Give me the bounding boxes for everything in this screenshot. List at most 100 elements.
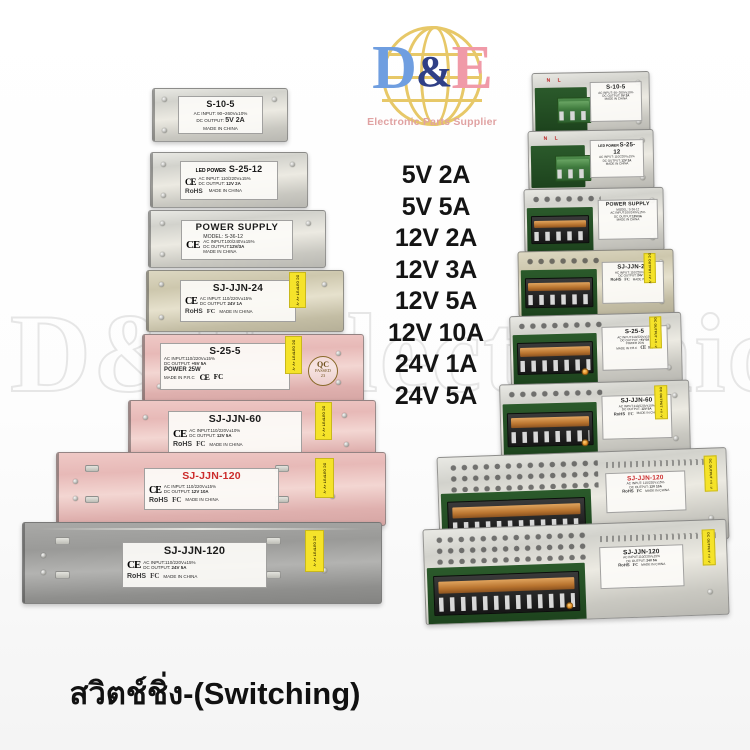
psu-ac-input: AC INPUT: 110/220V±15% <box>198 175 251 181</box>
psu-unit-sj-jjn-60: SJ-JJN-60 CE AC INPUT:110/220V±10% DC OU… <box>128 400 376 466</box>
psu-dc-output: 12V 2A <box>226 180 241 186</box>
spec-item: 5V 2A <box>401 161 471 189</box>
psu-angled-sj-jjn-60: SJ-JJN-60 AC INPUT:110/220V±10% DC OUTPU… <box>499 379 691 459</box>
psu-label: S-10-5 AC INPUT: 90~260V±10% DC OUTPUT: … <box>178 96 263 134</box>
terminal-block <box>530 215 590 245</box>
psu-label: POWER SUPPLY CE MODEL: S-36-12 AC INPUT:… <box>181 220 293 260</box>
terminal-marking: N L <box>546 77 564 84</box>
psu-ac-input: AC INPUT:110/220V±10% <box>189 427 241 433</box>
psu-unit-s-25-12: LED POWER S-25-12 CE AC INPUT: 110/220V±… <box>150 152 308 208</box>
psu-model: S-10-5 <box>206 99 235 109</box>
psu-dc-output-label: DC OUTPUT: <box>164 361 191 367</box>
psu-model-prefix: LED POWER <box>195 168 226 174</box>
psu-dc-output: +5V 5A <box>191 361 207 367</box>
psu-origin: MADE IN CHINA <box>163 574 198 580</box>
spec-item: 24V 5A <box>394 381 478 410</box>
psu-angled-s-36-12: POWER SUPPLY MODEL: S-36-12 AC INPUT:100… <box>523 186 665 254</box>
psu-unit-s-10-5: S-10-5 AC INPUT: 90~260V±10% DC OUTPUT: … <box>152 88 288 142</box>
psu-model: SJ-JJN-24 <box>212 283 264 294</box>
globe-icon <box>382 26 482 126</box>
psu-unit-sj-jjn-120-12v: SJ-JJN-120 CE AC INPUT: 110/220V±15% DC … <box>56 452 386 526</box>
product-caption: สวิตช์ชิ่ง-(Switching) <box>69 676 361 711</box>
psu-origin: MADE IN CHINA <box>185 497 219 503</box>
psu-dc-output-label: DC OUTPUT: <box>203 244 230 250</box>
psu-origin: MADE IN CHINA <box>616 217 640 222</box>
psu-label: SJ-JJN-120 CE AC INPUT: 110/220V±15% DC … <box>144 468 279 510</box>
warning-sticker: DC OUTPUT +V -V <box>643 253 657 283</box>
psu-model: MODEL: S-36-12 <box>203 233 244 240</box>
qc-stamp-number: 23 <box>320 373 326 379</box>
psu-origin: MADE IN CHINA <box>209 441 243 447</box>
psu-ac-input: AC INPUT: 90~260V±10% <box>193 111 248 117</box>
spec-item: 5V 5A <box>401 192 471 221</box>
brand-logo: D&E Electronic Parts Supplier <box>352 24 512 148</box>
psu-model-prefix: POWER SUPPLY <box>195 222 279 233</box>
psu-angled-s-10-5: N L S-10-5 AC INPUT: 90~260V±10% DC OUTP… <box>531 70 651 136</box>
psu-dc-output-label: DC OUTPUT: <box>198 180 225 186</box>
psu-model: SJ-JJN-60 <box>208 413 262 425</box>
psu-dc-output-label: DC OUTPUT: <box>189 432 216 438</box>
terminal-block <box>554 155 592 182</box>
psu-dc-output-label: DC OUTPUT: <box>196 118 224 124</box>
psu-label: S-10-5 AC INPUT: 90~260V±10% DC OUTPUT: … <box>589 81 643 123</box>
warning-sticker: DC OUTPUT +V -V <box>701 529 716 566</box>
psu-ac-input: AC INPUT:100/240V±15% <box>203 239 255 245</box>
psu-power: POWER 25W <box>164 367 201 374</box>
psu-origin: MADE IN P.R.C <box>164 374 195 380</box>
qc-stamp: QC PASSED 23 <box>308 356 338 386</box>
psu-label: SJ-JJN-120 AC INPUT:110/220V±15% DC OUTP… <box>599 544 685 590</box>
warning-sticker: DC OUTPUT +V -V <box>315 458 334 498</box>
psu-model: SJ-JJN-120 <box>163 545 226 557</box>
psu-label: S-25-5 AC INPUT:110/220V±15% DC OUTPUT: … <box>160 343 290 390</box>
psu-angled-sj-jjn-120-24v: SJ-JJN-120 AC INPUT:110/220V±15% DC OUTP… <box>422 518 730 626</box>
psu-ac-input: AC INPUT:110/220V±15% <box>143 560 196 566</box>
psu-angled-s-25-5: S-25-5 AC INPUT:110/220V±15% DC OUTPUT: … <box>509 311 683 387</box>
terminal-block <box>433 570 581 616</box>
spec-item: 12V 10A <box>388 318 484 347</box>
psu-label: LED POWER S-25-12 AC INPUT: 110/220V±15%… <box>589 139 645 179</box>
psu-dc-output-label: DC OUTPUT: <box>163 489 191 495</box>
psu-origin: MADE IN CHINA <box>203 126 238 132</box>
psu-dc-output: 12V 5A <box>216 432 232 438</box>
psu-angled-sj-jjn-24: SJ-JJN-24 AC INPUT: 110/220V±15% DC OUTP… <box>517 248 675 318</box>
warning-sticker: DC OUTPUT +V -V <box>285 336 302 374</box>
warning-sticker: DC OUTPUT +V -V <box>315 402 332 440</box>
psu-origin: MADE IN CHINA <box>219 308 253 314</box>
psu-label: SJ-JJN-60 CE AC INPUT:110/220V±10% DC OU… <box>168 411 302 455</box>
warning-sticker: DC OUTPUT +V -V <box>654 385 669 420</box>
warning-sticker: DC OUTPUT +V -V <box>305 530 324 572</box>
warning-sticker: DC OUTPUT +V -V <box>289 272 306 308</box>
psu-label: SJ-JJN-120 CE AC INPUT:110/220V±15% DC O… <box>122 542 267 588</box>
psu-ac-input: AC INPUT: 110/220V±15% <box>199 295 253 301</box>
psu-origin: MADE IN CHINA <box>641 561 666 567</box>
psu-origin: MADE IN CHINA <box>208 187 242 193</box>
warning-sticker: DC OUTPUT +V -V <box>703 455 718 492</box>
psu-model: SJ-JJN-120 <box>182 470 241 482</box>
psu-ac-input: AC INPUT: 110/220V±15% <box>163 484 217 490</box>
spec-item: 24V 1A <box>394 350 478 378</box>
psu-label: SJ-JJN-120 AC INPUT: 110/220V±15% DC OUT… <box>605 470 687 514</box>
terminal-marking: N L <box>543 135 561 142</box>
psu-origin: MADE IN CHINA <box>605 161 629 166</box>
spec-item: 12V 2A <box>394 224 478 252</box>
brand-letter-e: E <box>451 34 493 102</box>
psu-model: S-25-12 <box>228 164 263 174</box>
brand-tagline: Electronic Parts Supplier <box>367 116 497 128</box>
psu-angled-s-25-12: N L LED POWER S-25-12 AC INPUT: 110/220V… <box>527 128 655 192</box>
psu-ac-input: AC INPUT:110/220V±15% <box>164 356 215 362</box>
spec-item: 12V 3A <box>394 255 478 284</box>
terminal-block <box>524 277 594 309</box>
brand-letters: D&E <box>352 30 512 108</box>
psu-label: LED POWER S-25-12 CE AC INPUT: 110/220V±… <box>180 161 278 200</box>
psu-unit-s-36-12: POWER SUPPLY CE MODEL: S-36-12 AC INPUT:… <box>148 210 326 268</box>
qc-stamp-status: PASSED <box>315 368 331 374</box>
psu-dc-output: 5V 2A <box>225 117 245 125</box>
spec-item: 12V 5A <box>394 287 478 315</box>
psu-origin: MADE IN CHINA <box>645 487 670 493</box>
psu-dc-output: 24V 1A <box>227 300 243 306</box>
terminal-block <box>556 97 592 124</box>
psu-dc-output-label: DC OUTPUT: <box>143 565 171 571</box>
qc-stamp-title: QC <box>317 360 329 369</box>
psu-model: S-25-5 <box>209 346 241 357</box>
